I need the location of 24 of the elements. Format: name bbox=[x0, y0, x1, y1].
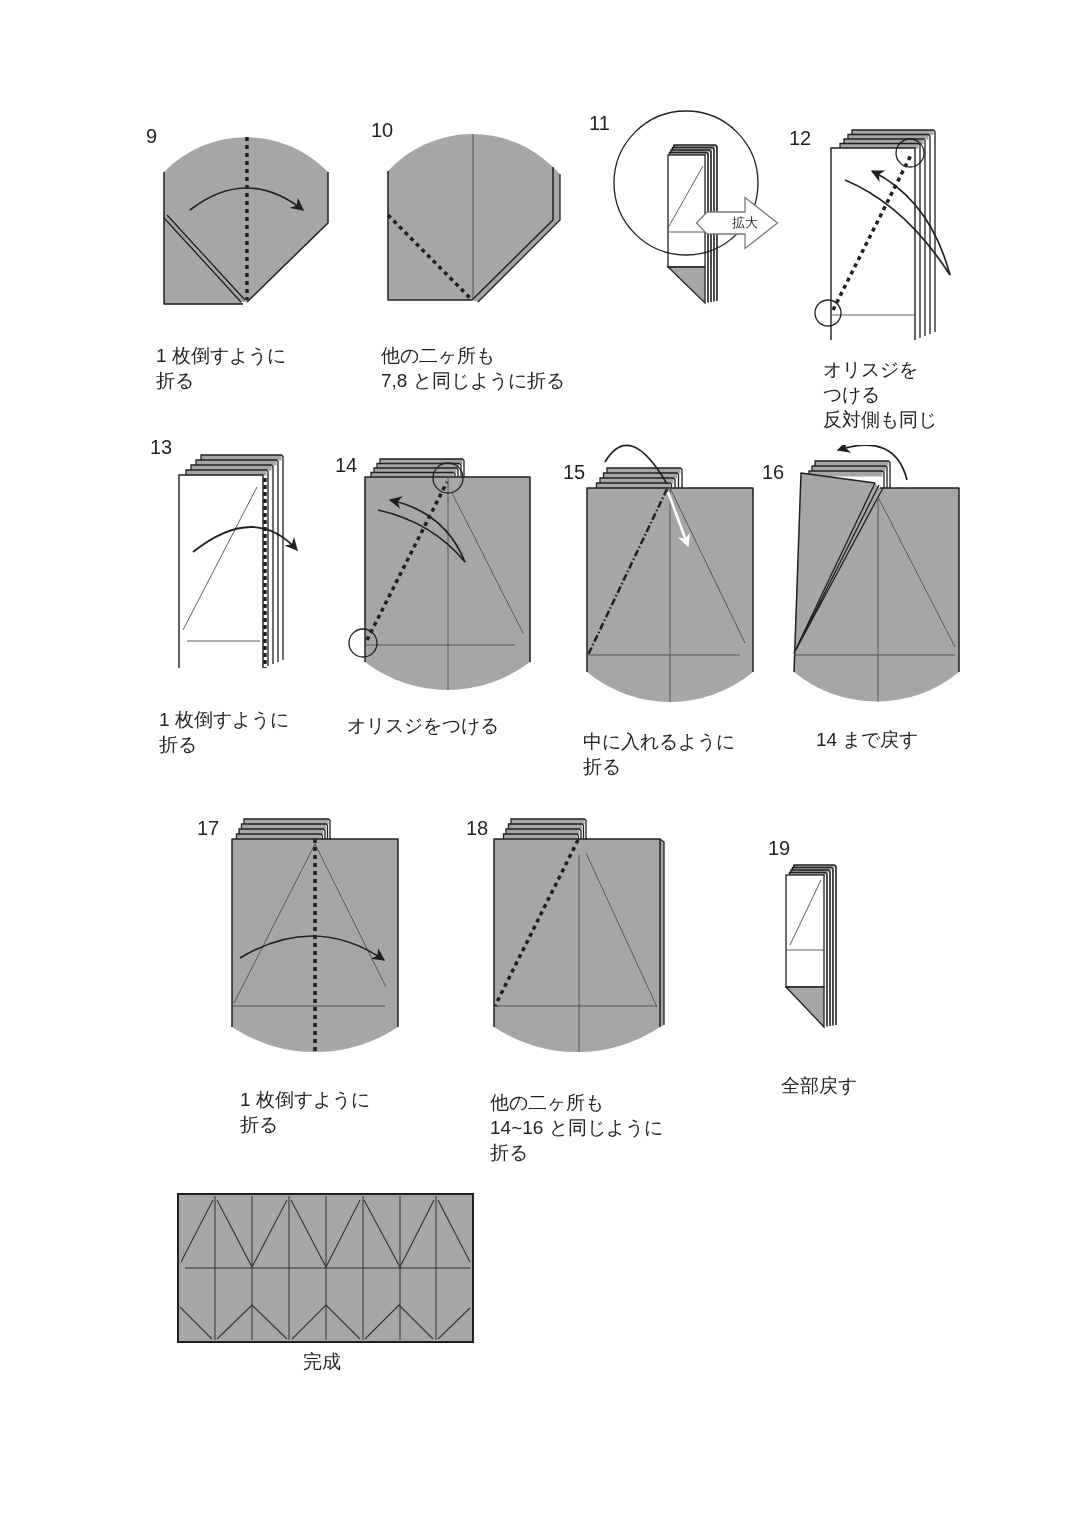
step-number: 16 bbox=[762, 462, 785, 482]
instruction-text: 他の二ヶ所も14~16 と同じように折る bbox=[490, 1091, 663, 1165]
instruction-text: 全部戻す bbox=[781, 1074, 857, 1098]
instruction-text: オリスジをつける bbox=[347, 714, 499, 738]
instruction-text: 14 まで戻す bbox=[816, 728, 919, 752]
caption: 完成 bbox=[303, 1350, 341, 1374]
step-number: 11 bbox=[589, 113, 610, 133]
instruction-text: 1 枚倒すように折る bbox=[240, 1088, 370, 1137]
step-number: 9 bbox=[146, 126, 158, 146]
instruction-text: 1 枚倒すように折る bbox=[159, 708, 289, 757]
step-number: 18 bbox=[466, 818, 489, 838]
step-number: 10 bbox=[371, 120, 394, 140]
block-arrow bbox=[695, 196, 779, 250]
step-number: 13 bbox=[150, 437, 173, 457]
instruction-text: 中に入れるように折る bbox=[583, 730, 735, 779]
step-number: 17 bbox=[197, 818, 220, 838]
instruction-text: オリスジをつける反対側も同じ bbox=[823, 358, 937, 432]
instruction-text: 1 枚倒すように折る bbox=[156, 344, 286, 393]
instruction-text: 他の二ヶ所も7,8 と同じように折る bbox=[381, 344, 565, 393]
step-number: 15 bbox=[563, 462, 586, 482]
step-number: 19 bbox=[768, 838, 791, 858]
step-number: 14 bbox=[335, 455, 358, 475]
step-number: 12 bbox=[789, 128, 812, 148]
arrow-label: 拡大 bbox=[732, 215, 758, 231]
